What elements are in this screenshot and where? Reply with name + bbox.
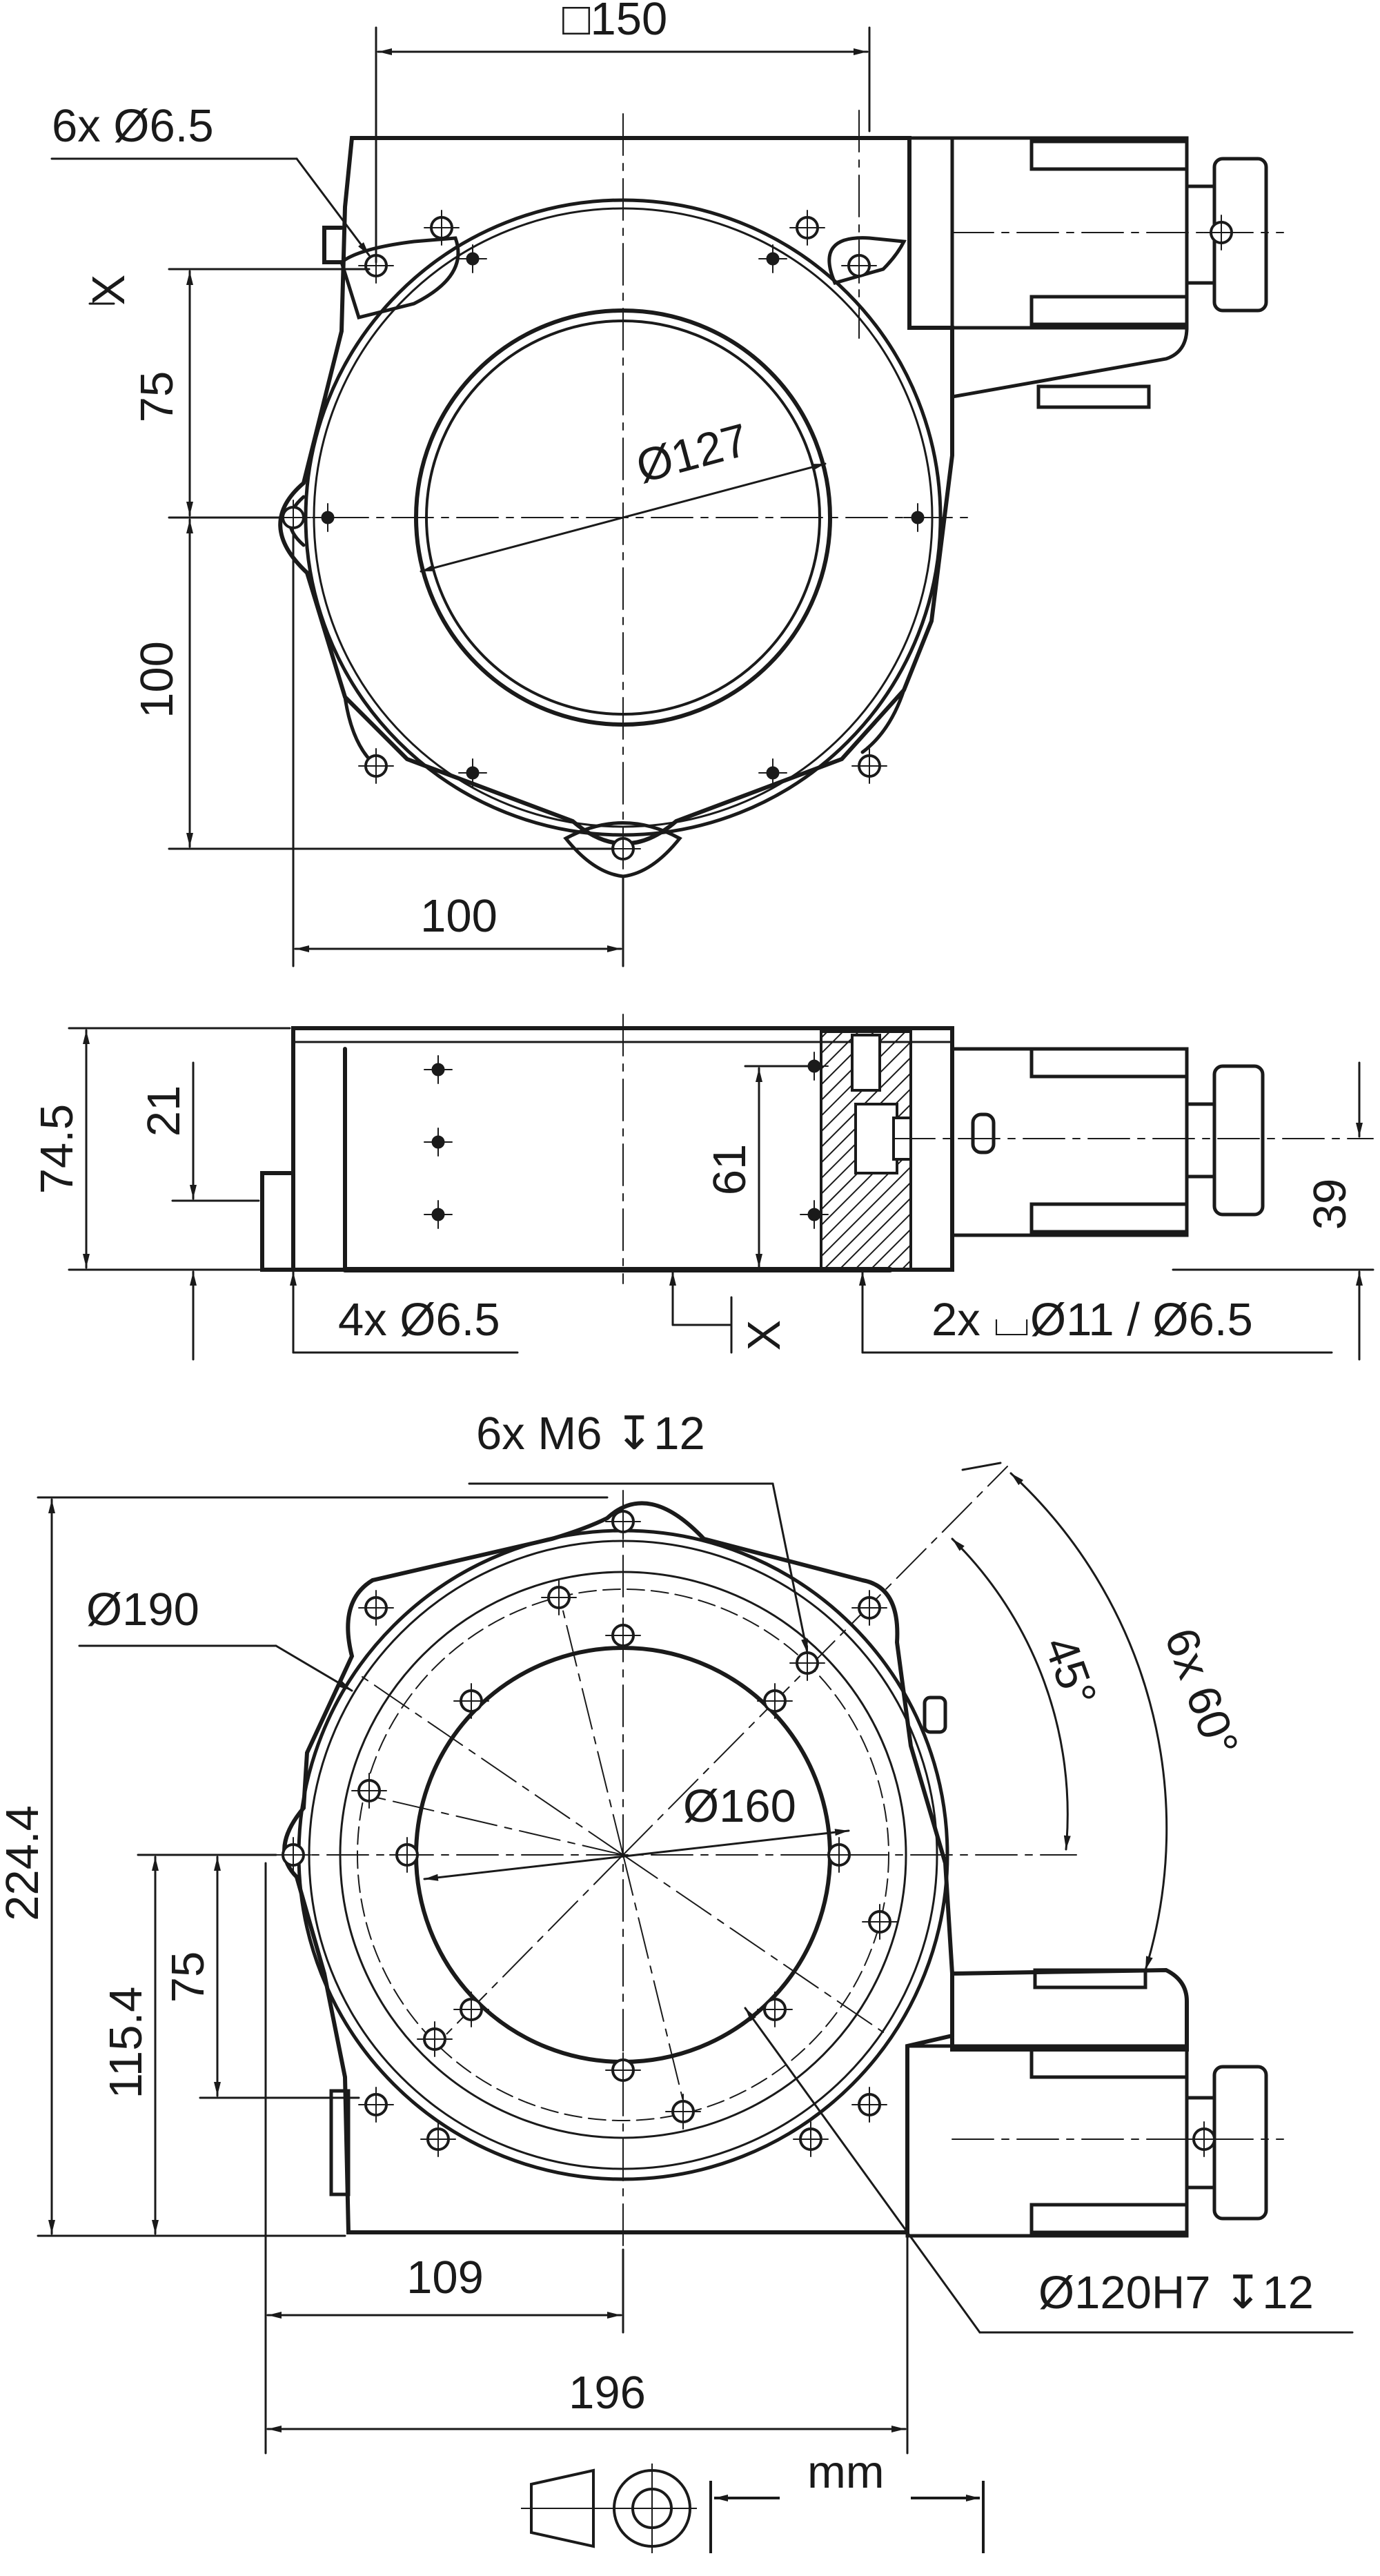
side-dimensions [68, 1027, 1374, 1361]
top-dim-100-horizontal: 100 [420, 890, 497, 942]
angle-60-label: 6x 60° [1154, 1622, 1248, 1763]
top-lugs [288, 236, 907, 878]
side-height-74-5: 74.5 [31, 1104, 83, 1194]
top-holes [275, 209, 1240, 867]
dim-109: 109 [406, 2252, 484, 2303]
counterbore-note: 2x ⌴Ø11 / Ø6.5 [931, 1294, 1253, 1346]
side-section-mark: X [738, 1320, 790, 1351]
bottom-motor [329, 1695, 1268, 2238]
top-section-mark: X [83, 275, 135, 306]
angle-45-label: 45° [1034, 1630, 1107, 1713]
side-motor [950, 1047, 1265, 1237]
square-150-label: □150 [562, 0, 667, 45]
top-holes-note: 6x Ø6.5 [52, 100, 214, 152]
bottom-dim-75: 75 [162, 1951, 214, 2003]
top-view [50, 26, 1284, 967]
dim-224-4: 224.4 [0, 1805, 48, 1921]
bottom-view [37, 1462, 1354, 2455]
unit-legend [709, 2481, 985, 2553]
dim-196: 196 [569, 2367, 646, 2419]
dia-160-label: Ø160 [683, 1780, 796, 1832]
side-holes [424, 1052, 829, 1229]
side-centerlines [622, 1014, 1374, 1284]
dia-190-label: Ø190 [86, 1584, 199, 1635]
aperture-127-label: Ø127 [631, 414, 753, 493]
top-motor-housing [907, 136, 1268, 409]
dim-115-4: 115.4 [100, 1987, 152, 2099]
top-dimensions [50, 26, 871, 967]
projection-symbol [521, 2464, 697, 2553]
bore-note: Ø120H7 ↧12 [1038, 2267, 1314, 2319]
side-section-hatch [820, 1030, 912, 1271]
unit-label: mm [807, 2446, 885, 2498]
side-height-61: 61 [704, 1144, 756, 1196]
top-body-outline [278, 136, 954, 846]
side-height-21: 21 [138, 1085, 190, 1137]
side-holes-note: 4x Ø6.5 [338, 1294, 500, 1346]
top-dim-75: 75 [131, 371, 183, 423]
bottom-dimensions [37, 1462, 1354, 2455]
bottom-body-outline [282, 1501, 1189, 2234]
thread-note: 6x M6 ↧12 [476, 1408, 705, 1459]
side-height-39: 39 [1304, 1179, 1356, 1230]
side-view [68, 1014, 1374, 1361]
top-dim-100-vertical: 100 [131, 641, 183, 718]
